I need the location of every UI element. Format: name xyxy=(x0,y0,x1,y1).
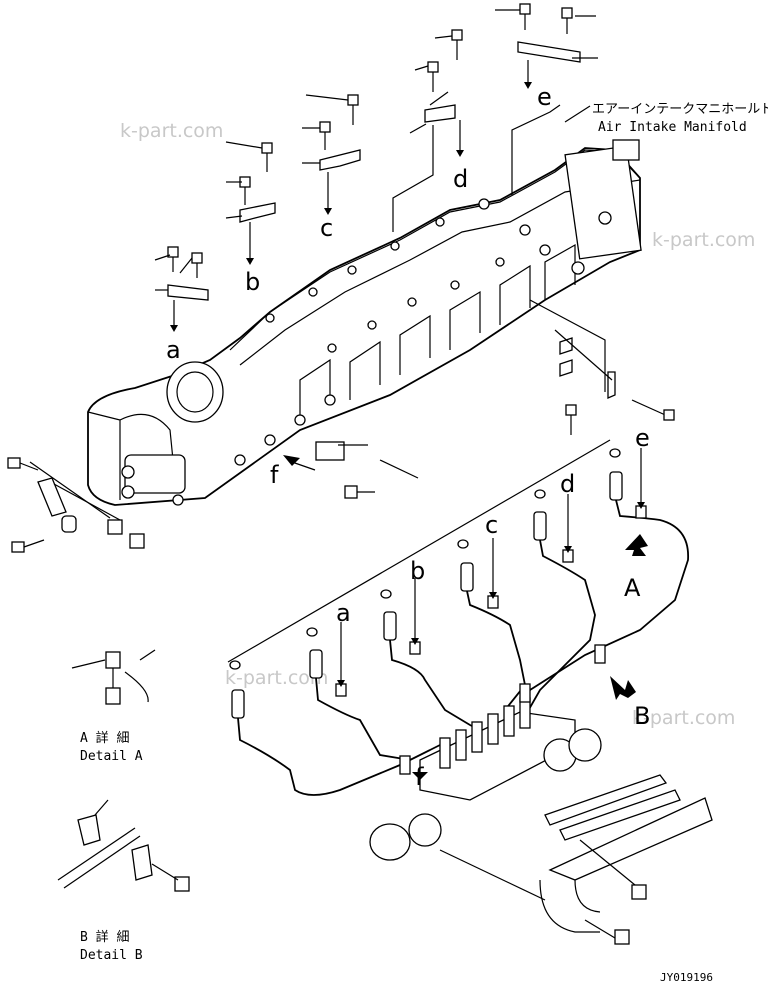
top-bolts xyxy=(167,3,581,332)
callout-d: d xyxy=(560,470,575,498)
callout-f: f xyxy=(270,461,279,489)
leader-lines xyxy=(154,9,598,291)
watermark: k-part.com xyxy=(632,707,735,729)
harness xyxy=(227,439,689,801)
callout-e: e xyxy=(635,424,650,452)
callout-f: f xyxy=(415,763,424,791)
callout-b: b xyxy=(245,268,260,296)
drawing-code: JY019196 xyxy=(660,971,713,984)
callout-e: e xyxy=(537,83,552,111)
detail-a-title-en: Detail A xyxy=(80,749,143,764)
watermark: k-part.com xyxy=(120,120,223,142)
callout-a: a xyxy=(166,336,181,364)
detail-b-title-jp: B 詳 細 xyxy=(80,929,129,945)
detail-a-drawing xyxy=(71,649,156,705)
manifold-label-en: Air Intake Manifold xyxy=(598,120,747,135)
manifold-label-jp: エアーインテークマニホールド xyxy=(592,102,768,117)
watermark: k-part.com xyxy=(225,667,328,689)
callout-c: c xyxy=(320,214,333,242)
lower-cover xyxy=(369,728,713,945)
callout-b: b xyxy=(410,557,425,585)
callout-c: c xyxy=(485,511,498,539)
left-parts xyxy=(7,441,419,553)
callout-d: d xyxy=(453,165,468,193)
detail-a-title-jp: A 詳 細 xyxy=(80,730,129,746)
callout-labels: a b c d e f a b c d e f A B xyxy=(166,83,650,791)
callout-a: a xyxy=(336,599,351,627)
detail-b-title-en: Detail B xyxy=(80,948,143,963)
callout-B: B xyxy=(634,702,650,730)
manifold-body xyxy=(87,139,642,506)
detail-b-drawing xyxy=(57,799,190,892)
callout-A: A xyxy=(624,574,641,602)
watermark: k-part.com xyxy=(652,229,755,251)
right-bracket xyxy=(529,299,675,435)
